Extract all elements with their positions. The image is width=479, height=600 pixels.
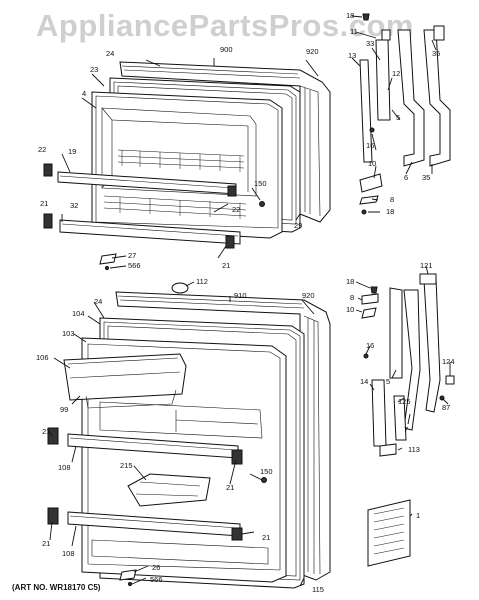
callout-label: 21 xyxy=(42,427,50,436)
callout-label: 121 xyxy=(420,261,433,270)
callout-label: 920 xyxy=(302,291,315,300)
callout-label: 99 xyxy=(60,405,68,414)
callout-label: 21 xyxy=(40,199,48,208)
upper-hinge-hardware xyxy=(351,13,451,215)
callout-label: 215 xyxy=(120,461,133,470)
callout-label: 566 xyxy=(128,261,141,270)
callout-label: 24 xyxy=(106,49,114,58)
callout-label: 106 xyxy=(36,353,49,362)
callout-label: 32 xyxy=(70,201,78,210)
callout-label: 900 xyxy=(220,45,233,54)
callout-label: 5 xyxy=(396,113,400,122)
callout-label: 21 xyxy=(262,533,270,542)
callout-labels: 18 11 33 24 900 920 12 35 13 23 4 5 16 2… xyxy=(36,11,455,594)
callout-label: 1 xyxy=(416,511,420,520)
freezer-door-assembly xyxy=(43,58,331,271)
callout-label: 124 xyxy=(442,357,455,366)
callout-label: 27 xyxy=(128,251,136,260)
callout-label: 35 xyxy=(422,173,430,182)
callout-label: 108 xyxy=(58,463,71,472)
callout-label: 24 xyxy=(94,297,102,306)
callout-label: 14 xyxy=(360,377,368,386)
callout-label: 21 xyxy=(226,483,234,492)
watermark: AppliancePartsPros.com xyxy=(36,8,414,43)
callout-label: 18 xyxy=(346,11,354,20)
callout-label: 22 xyxy=(232,205,240,214)
callout-label: 19 xyxy=(68,147,76,156)
lower-hinge-hardware xyxy=(355,265,455,567)
callout-label: 150 xyxy=(254,179,267,188)
callout-label: 21 xyxy=(222,261,230,270)
callout-label: 115 xyxy=(312,585,324,594)
callout-label: 35 xyxy=(432,49,440,58)
callout-label: 6 xyxy=(404,173,408,182)
callout-label: 87 xyxy=(442,403,450,412)
callout-label: 4 xyxy=(82,89,86,98)
callout-label: 16 xyxy=(366,341,374,350)
callout-label: 18 xyxy=(346,277,354,286)
callout-label: 10 xyxy=(346,305,354,314)
callout-label: 920 xyxy=(306,47,319,56)
callout-label: 8 xyxy=(350,293,354,302)
callout-label: 12 xyxy=(392,69,400,78)
callout-label: 26 xyxy=(152,563,160,572)
fresh-food-door-assembly xyxy=(47,281,331,589)
callout-label: 11 xyxy=(350,27,358,36)
callout-label: 104 xyxy=(72,309,85,318)
callout-label: 566 xyxy=(150,575,163,584)
art-number: (ART NO. WR18170 C5) xyxy=(12,583,101,592)
callout-label: 21 xyxy=(42,539,50,548)
callout-label: 16 xyxy=(366,141,374,150)
callout-label: 33 xyxy=(366,39,374,48)
callout-label: 112 xyxy=(196,277,208,286)
callout-label: 5 xyxy=(386,377,390,386)
callout-label: 23 xyxy=(90,65,98,74)
callout-label: 8 xyxy=(390,195,394,204)
callout-label: 22 xyxy=(38,145,46,154)
callout-label: 10 xyxy=(368,159,376,168)
callout-label: 7 xyxy=(404,425,408,434)
callout-label: 113 xyxy=(408,445,420,454)
callout-label: 29 xyxy=(294,221,302,230)
callout-label: 13 xyxy=(348,51,356,60)
callout-label: 103 xyxy=(62,329,75,338)
callout-label: 125 xyxy=(398,397,411,406)
callout-label: 18 xyxy=(386,207,394,216)
callout-label: 108 xyxy=(62,549,75,558)
callout-label: 150 xyxy=(260,467,273,476)
callout-label: 910 xyxy=(234,291,247,300)
